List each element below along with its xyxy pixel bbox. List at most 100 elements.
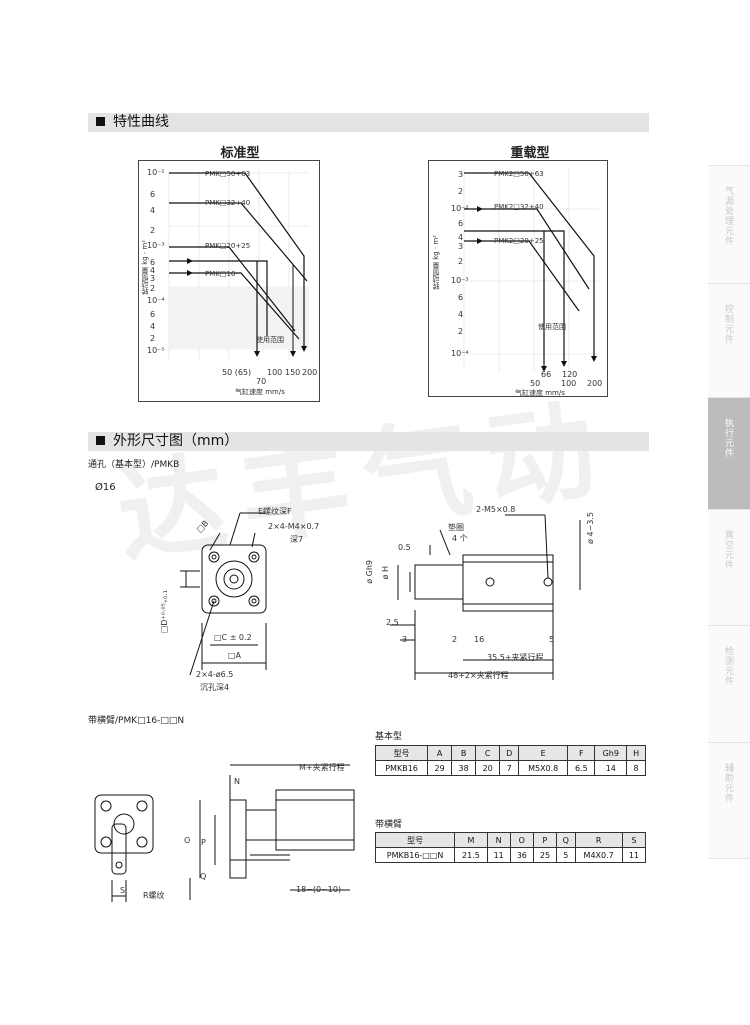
arm-p-label: P [201, 838, 206, 847]
table-cell: PMKB16 [374, 760, 429, 776]
c-label: □C ± 0.2 [214, 633, 252, 642]
side-nav-label: 辅助元件 [723, 763, 733, 803]
section-title-curve: 特性曲线 [113, 114, 169, 130]
table-header-cell: M [454, 832, 488, 848]
side-nav-item-air-treatment[interactable]: 气源处理元件 [708, 165, 750, 284]
a-label: □A [228, 651, 242, 660]
heavy-ylabel: 转动惯量 kg · m² [432, 235, 440, 291]
dim-5: 5 [549, 635, 555, 644]
std-series-1: PMK□32+40 [205, 199, 251, 207]
heavy-range-label: 使用范围 [538, 323, 566, 331]
arm-s-label: S [120, 886, 126, 895]
table-header-cell: O [509, 832, 534, 848]
dim-16: 16 [474, 635, 485, 644]
table-cell: 11 [621, 847, 647, 863]
table-cell: 14 [594, 760, 628, 776]
table-cell: 25 [532, 847, 558, 863]
table-row: 型号 A B C D E F Gh9 H [374, 745, 646, 761]
std-ytick-9: 10⁻⁴ [147, 296, 165, 305]
heavy-ytick-3: 6 [458, 219, 464, 228]
table-row: 型号 M N O P Q R S [374, 832, 647, 848]
std-series-2: PMK□20+25 [205, 242, 251, 250]
heavy-ytick-7: 10⁻³ [451, 276, 469, 285]
table-basic-title: 基本型 [375, 732, 403, 742]
std-ytick-1: 6 [150, 190, 156, 199]
side-nav-label: 检测元件 [723, 646, 733, 686]
heavy-series-0: PMK2□50+63 [494, 170, 544, 178]
std-xtick-2: 150 [285, 368, 301, 377]
side-nav-label: 真空元件 [723, 530, 733, 570]
std-range-label: 使用范围 [256, 336, 284, 344]
std-ytick-10: 6 [150, 310, 156, 319]
table-cell: 6.5 [567, 760, 596, 776]
arm-o-label: O [184, 836, 191, 845]
arm-stroke-label: 18−(0~10) [296, 885, 342, 894]
table-cell: 5 [556, 847, 576, 863]
table-cell: M5X0.8 [518, 760, 569, 776]
square-bullet-icon [96, 436, 105, 445]
h-label: ø H [381, 566, 390, 580]
section-title-dimension: 外形尺寸图（mm） [113, 433, 239, 449]
table-cell: 11 [486, 847, 511, 863]
std-ytick-4: 10⁻³ [147, 241, 165, 250]
chart-heavy-svg [463, 169, 599, 372]
table-header-cell: P [532, 832, 558, 848]
heavy-ytick-1: 2 [458, 187, 464, 196]
side-nav-item-vacuum[interactable]: 真空元件 [708, 509, 750, 626]
table-cell: 29 [427, 760, 453, 776]
arm-q-label: Q [200, 872, 207, 881]
table-cell: 36 [509, 847, 534, 863]
heavy-ytick-9: 4 [458, 310, 464, 319]
std-xtick-3: 200 [302, 368, 318, 377]
washer-label: 垫圈 [448, 523, 464, 532]
table-row: PMKB16-□□N 21.5 11 36 25 5 M4X0.7 11 [374, 847, 647, 863]
phi35-label: ø 4~3.5 [586, 512, 595, 544]
counterbore-label: 2×4-ø6.5 [196, 670, 234, 679]
side-nav-item-detection[interactable]: 检测元件 [708, 625, 750, 743]
std-ytick-2: 4 [150, 206, 156, 215]
std-xtick-1: 100 [267, 368, 283, 377]
std-ytick-0: 10⁻² [147, 168, 165, 177]
table-cell: PMKB16-□□N [374, 847, 456, 863]
std-ytick-11: 4 [150, 322, 156, 331]
chart-title-heavy: 重载型 [510, 146, 550, 161]
std-series-3: PMK□16 [205, 270, 236, 278]
drawing-subtitle: 通孔（基本型）/PMKB [88, 460, 180, 470]
std-ytick-12: 2 [150, 334, 156, 343]
heavy-ytick-5: 3 [458, 242, 464, 251]
len1-label: 35.5+夹紧行程 [487, 653, 544, 662]
counterbore-depth-label: 沉孔深4 [200, 683, 230, 692]
len2-label: 48+2×夹紧行程 [448, 671, 509, 680]
table-arm: 型号 M N O P Q R S PMKB16-□□N 21.5 11 36 2… [374, 832, 647, 863]
std-ytick-5: 6 [150, 258, 156, 267]
table-header-cell: D [499, 745, 520, 761]
dim-05: 0.5 [398, 543, 411, 552]
dim-3: 3 [402, 635, 408, 644]
heavy-ytick-6: 2 [458, 257, 464, 266]
e-thread-label: E螺纹深F [258, 507, 292, 516]
table-header-cell: Q [556, 832, 576, 848]
side-nav-label: 控制元件 [723, 304, 733, 344]
side-nav-item-actuator[interactable]: 执行元件 [708, 397, 750, 510]
heavy-ytick-0: 3 [458, 170, 464, 179]
side-nav-item-auxiliary[interactable]: 辅助元件 [708, 742, 750, 859]
table-cell: 7 [499, 760, 520, 776]
std-ytick-6: 4 [150, 266, 156, 275]
table-header-cell: A [427, 745, 453, 761]
table-cell: 8 [626, 760, 646, 776]
heavy-ytick-11: 10⁻⁴ [451, 349, 469, 358]
table-cell: 21.5 [454, 847, 488, 863]
table-arm-title: 带横臂 [375, 820, 403, 830]
mounting-thread-label: 2×4-M4×0.7 [268, 522, 320, 531]
std-xtick-0: 50 (65) [222, 368, 252, 377]
heavy-xtick-top-0: 66 [541, 370, 552, 379]
chart-standard [138, 160, 320, 402]
std-ylabel: 转动惯量 kg · m² [141, 240, 149, 296]
square-bullet-icon [96, 117, 105, 126]
table-header-cell: Gh9 [594, 745, 628, 761]
table-header-cell: H [626, 745, 646, 761]
depth7-label: 深7 [290, 535, 304, 544]
table-header-cell: 型号 [374, 832, 456, 848]
side-nav-item-control[interactable]: 控制元件 [708, 283, 750, 398]
m5-label: 2-M5×0.8 [476, 505, 516, 514]
